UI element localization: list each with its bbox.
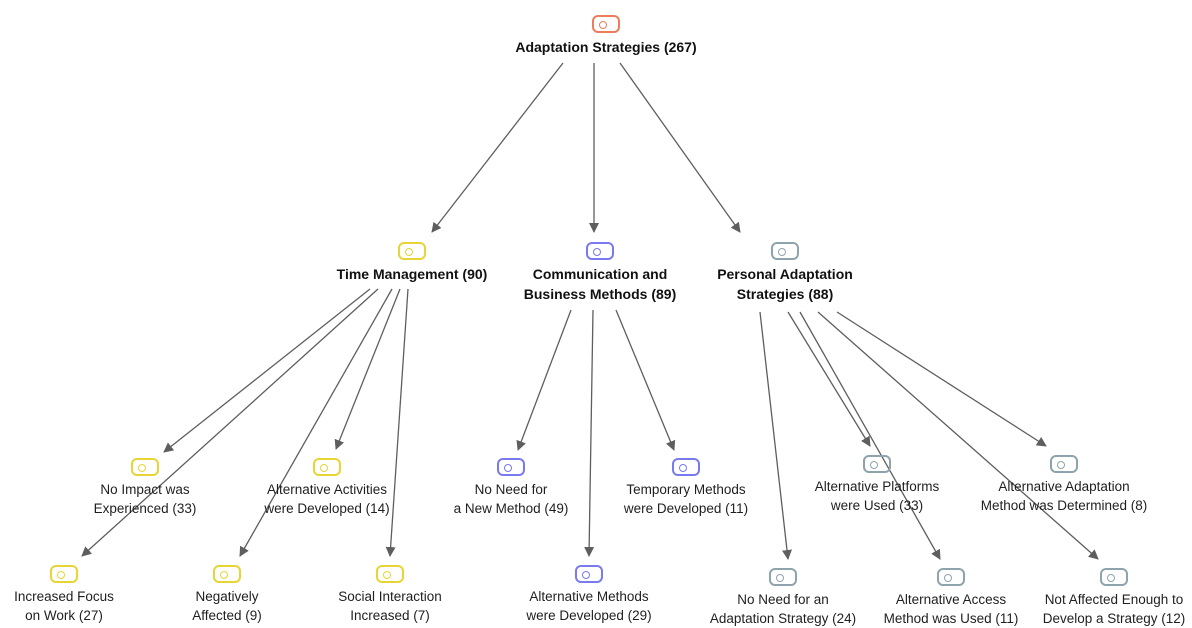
tag-icon (769, 568, 797, 586)
node-label: Alternative Access Method was Used (11) (883, 592, 1019, 626)
tag-icon-dot (679, 464, 687, 472)
node-label: No Need for a New Method (49) (453, 482, 569, 516)
tag-icon-dot (220, 571, 228, 579)
edges-layer (81, 62, 1099, 560)
tag-icon (592, 15, 620, 33)
tag-icon (313, 458, 341, 476)
node-temporary-methods[interactable]: Temporary Methods were Developed (11) (566, 458, 806, 518)
edge-personal-adaptation-to-alternative-platforms (787, 311, 871, 447)
edge-time-management-to-alternative-activities (334, 288, 401, 450)
node-not-affected-enough[interactable]: Not Affected Enough to Develop a Strateg… (994, 568, 1192, 628)
node-label: Temporary Methods were Developed (11) (623, 482, 749, 516)
node-increased-focus[interactable]: Increased Focus on Work (27) (0, 565, 184, 625)
node-alternative-platforms[interactable]: Alternative Platforms were Used (33) (757, 455, 997, 515)
edge-communication-business-to-temporary-methods (615, 309, 676, 451)
tag-icon-dot (504, 464, 512, 472)
node-root[interactable]: Adaptation Strategies (267) (486, 15, 726, 57)
tag-icon (376, 565, 404, 583)
edge-time-management-to-increased-focus (81, 288, 379, 557)
tag-icon (586, 242, 614, 260)
tag-icon-dot (57, 571, 65, 579)
node-time-management[interactable]: Time Management (90) (292, 242, 532, 284)
node-label: Not Affected Enough to Develop a Strateg… (1042, 592, 1186, 626)
tag-icon (131, 458, 159, 476)
tag-icon (50, 565, 78, 583)
node-social-interaction[interactable]: Social Interaction Increased (7) (270, 565, 510, 625)
node-label: Time Management (90) (336, 266, 488, 282)
tag-icon (497, 458, 525, 476)
edge-personal-adaptation-to-no-need-strategy (759, 311, 792, 560)
node-personal-adaptation[interactable]: Personal Adaptation Strategies (88) (665, 242, 905, 304)
edge-personal-adaptation-to-alternative-access (799, 311, 941, 560)
edge-time-management-to-social-interaction (385, 288, 409, 557)
tag-icon (1100, 568, 1128, 586)
edge-communication-business-to-alternative-methods (584, 309, 595, 557)
tag-icon (937, 568, 965, 586)
edge-time-management-to-negatively-affected (239, 288, 393, 557)
edge-root-to-personal-adaptation (619, 62, 741, 233)
tag-icon-dot (1107, 574, 1115, 582)
node-label: Alternative Activities were Developed (1… (264, 482, 390, 516)
edge-communication-business-to-no-need-method (516, 309, 572, 451)
node-no-impact[interactable]: No Impact was Experienced (33) (25, 458, 265, 518)
node-label: No Impact was Experienced (33) (93, 482, 197, 516)
node-label: Communication and Business Methods (89) (523, 266, 677, 302)
tag-icon-dot (944, 574, 952, 582)
tag-icon-dot (870, 461, 878, 469)
tag-icon (863, 455, 891, 473)
tag-icon-dot (582, 571, 590, 579)
tag-icon-dot (383, 571, 391, 579)
node-label: Personal Adaptation Strategies (88) (717, 266, 853, 302)
node-alternative-methods[interactable]: Alternative Methods were Developed (29) (469, 565, 709, 625)
tag-icon-dot (1057, 461, 1065, 469)
tag-icon-dot (405, 248, 413, 256)
edge-personal-adaptation-to-alternative-adaptation-method (836, 311, 1047, 447)
node-label: Social Interaction Increased (7) (338, 589, 442, 623)
node-no-need-method[interactable]: No Need for a New Method (49) (391, 458, 631, 518)
node-alternative-access[interactable]: Alternative Access Method was Used (11) (831, 568, 1071, 628)
node-negatively-affected[interactable]: Negatively Affected (9) (107, 565, 347, 625)
tag-icon (213, 565, 241, 583)
edge-personal-adaptation-to-not-affected-enough (817, 311, 1099, 560)
node-label: Negatively Affected (9) (192, 589, 262, 623)
tag-icon (398, 242, 426, 260)
tag-icon (575, 565, 603, 583)
node-label: Alternative Platforms were Used (33) (814, 479, 940, 513)
tag-icon-dot (593, 248, 601, 256)
node-label: Increased Focus on Work (27) (14, 589, 114, 623)
node-no-need-strategy[interactable]: No Need for an Adaptation Strategy (24) (663, 568, 903, 628)
tag-icon-dot (776, 574, 784, 582)
node-alternative-activities[interactable]: Alternative Activities were Developed (1… (207, 458, 447, 518)
tag-icon (672, 458, 700, 476)
tag-icon (1050, 455, 1078, 473)
node-label: Alternative Adaptation Method was Determ… (980, 479, 1148, 513)
tag-icon-dot (599, 21, 607, 29)
node-alternative-adaptation-method[interactable]: Alternative Adaptation Method was Determ… (944, 455, 1184, 515)
node-label: Adaptation Strategies (267) (515, 39, 697, 55)
tag-icon-dot (138, 464, 146, 472)
tag-icon-dot (320, 464, 328, 472)
node-communication-business[interactable]: Communication and Business Methods (89) (480, 242, 720, 304)
tag-icon (771, 242, 799, 260)
tag-icon-dot (778, 248, 786, 256)
edge-time-management-to-no-impact (163, 288, 371, 453)
node-label: Alternative Methods were Developed (29) (526, 589, 652, 623)
edge-root-to-time-management (431, 62, 564, 233)
node-label: No Need for an Adaptation Strategy (24) (709, 592, 857, 626)
